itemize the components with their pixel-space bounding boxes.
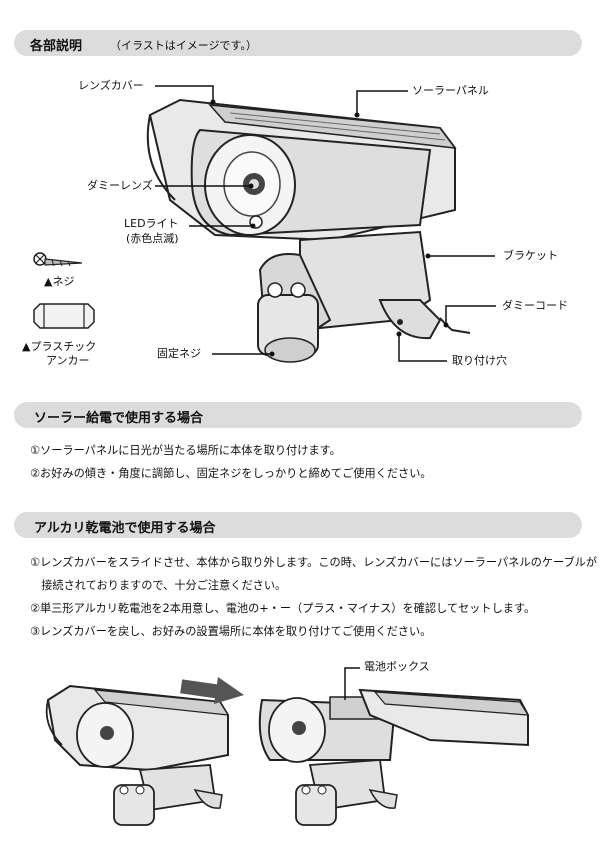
solar-instruction-2: ②お好みの傾き・角度に調節し、固定ネジをしっかりと締めてご使用ください。 — [30, 467, 432, 480]
battery-section-header — [14, 512, 582, 538]
label-bracket: ブラケット — [503, 249, 558, 262]
slide-arrow-icon — [180, 677, 244, 704]
label-plastic-anchor-2: アンカー — [46, 354, 90, 367]
battery-instruction-2: ②単三形アルカリ乾電池を2本用意し、電池の+・ー（プラス・マイナス）を確認してセ… — [30, 602, 536, 615]
label-lens-cover: レンズカバー — [78, 79, 144, 92]
solar-section-title: ソーラー給電で使用する場合 — [34, 411, 204, 426]
camera-right-illustration — [258, 667, 530, 826]
label-screw: ▲ネジ — [44, 275, 75, 288]
solar-section-header — [14, 402, 582, 428]
solar-instruction-1: ①ソーラーパネルに日光が当たる場所に本体を取り付けます。 — [30, 444, 341, 457]
battery-instruction-3: ③レンズカバーを戻し、お好みの設置場所に本体を取り付けてご使用ください。 — [30, 625, 432, 638]
parts-section-note: （イラストはイメージです。） — [110, 39, 257, 52]
parts-section-title: 各部説明 — [30, 39, 83, 54]
camera-left-illustration — [45, 684, 230, 826]
label-led-light-note: (赤色点滅) — [126, 232, 179, 245]
parts-section-header — [14, 30, 582, 56]
label-plastic-anchor: ▲プラスチック — [22, 340, 97, 353]
anchor-icon — [33, 303, 95, 329]
battery-section-title: アルカリ乾電池で使用する場合 — [34, 521, 216, 536]
label-dummy-lens: ダミーレンズ — [87, 179, 153, 192]
label-led-light: LEDライト — [124, 217, 179, 230]
screw-icon — [33, 252, 83, 267]
battery-instruction-1-cont: 接続されておりますので、十分ご注意ください。 — [30, 579, 287, 592]
label-fixing-screw: 固定ネジ — [157, 347, 201, 360]
battery-instruction-1: ①レンズカバーをスライドさせ、本体から取り外します。この時、レンズカバーにはソー… — [30, 556, 598, 569]
label-battery-box: 電池ボックス — [364, 660, 430, 673]
label-mounting-hole: 取り付け穴 — [452, 354, 507, 367]
label-dummy-cord: ダミーコード — [502, 299, 568, 312]
label-solar-panel: ソーラーパネル — [412, 84, 489, 97]
